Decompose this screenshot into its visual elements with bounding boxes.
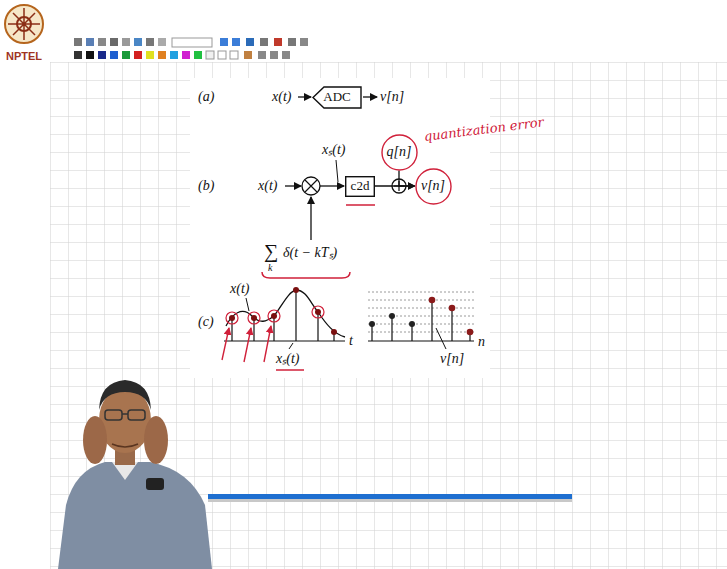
annotation-circle: v[n] (415, 168, 452, 205)
signal-name: v[n] (380, 89, 404, 104)
part-letter: (c) (198, 314, 214, 329)
node-text: c2d (351, 179, 370, 193)
red-bracket (262, 272, 350, 278)
grid-background (50, 62, 727, 569)
part-letter: (b) (198, 178, 214, 193)
toolbar (74, 38, 308, 59)
signal-name: x(t) (230, 281, 249, 296)
slide-background (190, 78, 490, 378)
process-box: c2d (345, 176, 375, 197)
axis-label: t (349, 333, 353, 348)
node-text: ADC (323, 90, 350, 104)
nptel-logo (5, 5, 43, 43)
leader-line (336, 160, 338, 182)
annotation-circle: q[n] (381, 134, 418, 171)
impulse-train-wire (310, 197, 311, 240)
red-underline (346, 204, 375, 206)
input-wire (285, 185, 301, 186)
presenter-video (58, 380, 212, 569)
sum-symbol: ∑ (264, 240, 278, 262)
output-wire (363, 96, 377, 97)
outline-shape (382, 135, 417, 170)
signal-wire (399, 171, 415, 187)
part-letter: (a) (198, 89, 214, 104)
quantized-sequence-plot (368, 292, 474, 349)
sampled-wire (320, 185, 344, 186)
axis-label: n (478, 334, 485, 349)
multiplier-symbol (302, 177, 320, 195)
input-wire (298, 96, 311, 97)
impulse-train: δ(t − kTₛ) (283, 245, 337, 260)
outline-shape (313, 87, 361, 108)
signal-name: v[n] (440, 351, 464, 366)
signal-name: xₛ(t) (276, 351, 299, 366)
handwritten-note: quantization error (423, 115, 545, 144)
blue-bar (208, 494, 572, 499)
node-text: q[n] (387, 144, 412, 159)
outline-shape (416, 169, 451, 204)
logo-text: NPTEL (6, 50, 42, 62)
sum-index: k (268, 262, 272, 273)
signal-name: xₛ(t) (322, 142, 345, 157)
converter-block: ADC (312, 86, 362, 109)
outline-shape (346, 176, 375, 196)
continuous-signal-plot (222, 287, 345, 370)
signal-name: x(t) (258, 178, 277, 193)
node-text: v[n] (421, 178, 445, 193)
signal-name: x(t) (272, 89, 291, 104)
